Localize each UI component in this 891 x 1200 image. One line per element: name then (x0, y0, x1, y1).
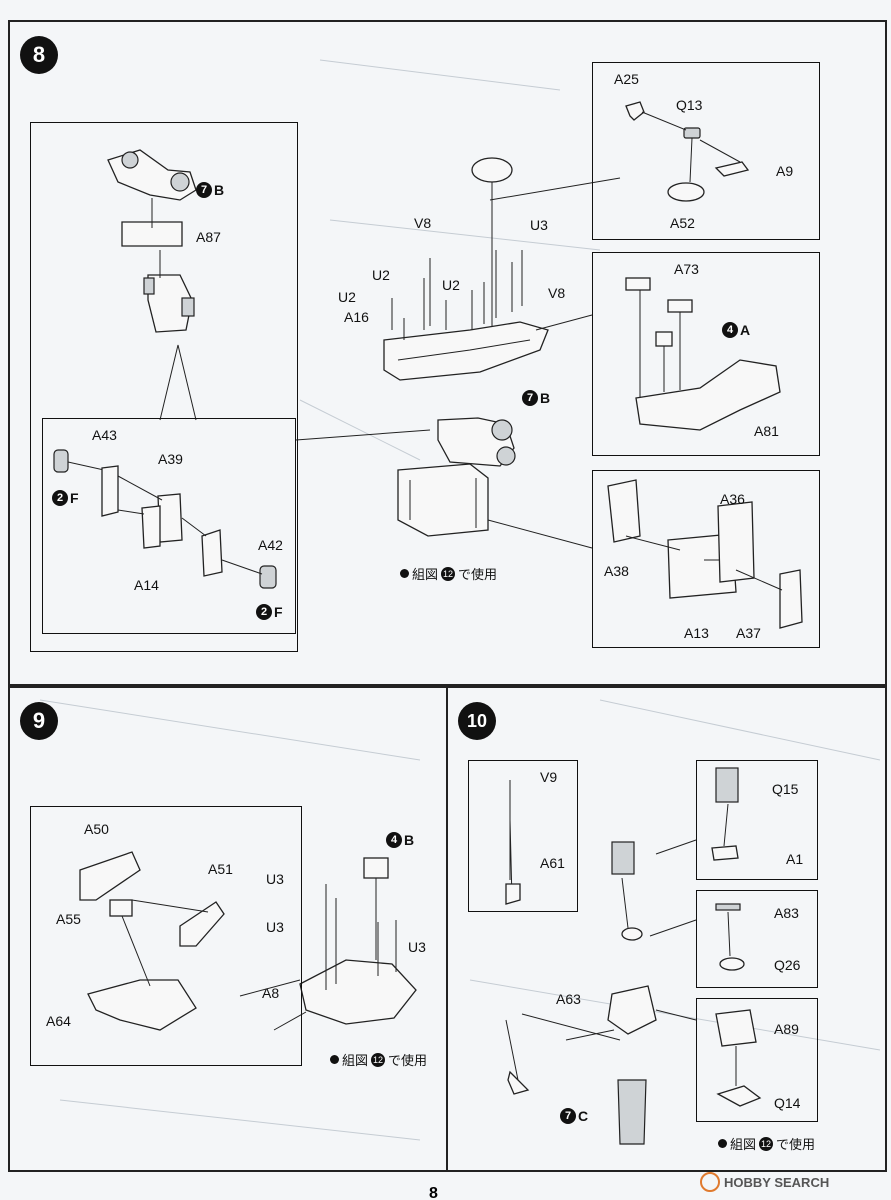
ref-letter: C (578, 1108, 589, 1124)
ref-7b-left: 7 B (196, 182, 224, 198)
label-u2-b: U2 (442, 277, 460, 293)
note-step-number: 12 (371, 1052, 386, 1067)
bullet-icon (330, 1055, 339, 1064)
label-u3-mid: U3 (266, 919, 284, 935)
ref-letter: B (404, 832, 415, 848)
label-a39: A39 (158, 451, 183, 467)
step8-bottom-right-box (592, 470, 820, 648)
label-u2-a: U2 (372, 267, 390, 283)
ref-number: 7 (196, 182, 212, 198)
label-a37: A37 (736, 625, 761, 641)
label-a87: A87 (196, 229, 221, 245)
step8-badge: 8 (20, 36, 58, 74)
page-number: 8 (429, 1185, 438, 1200)
step9-detail-box (30, 806, 302, 1066)
step10-bottom-box (696, 998, 818, 1122)
ref-number: 2 (256, 604, 272, 620)
step8-left-detail-box (30, 122, 298, 652)
step10-frame (446, 686, 887, 1172)
watermark-logo-icon (700, 1172, 720, 1192)
label-a89: A89 (774, 1021, 799, 1037)
label-q14: Q14 (774, 1095, 801, 1111)
label-a16: A16 (344, 309, 369, 325)
bullet-icon (718, 1139, 727, 1148)
label-a13: A13 (684, 625, 709, 641)
label-u3: U3 (530, 217, 548, 233)
label-a38: A38 (604, 563, 629, 579)
ref-letter: A (740, 322, 751, 338)
label-a1: A1 (786, 851, 804, 867)
label-q26: Q26 (774, 957, 801, 973)
label-a83: A83 (774, 905, 799, 921)
label-a52: A52 (670, 215, 695, 231)
step10-top-box (696, 760, 818, 880)
label-a63: A63 (556, 991, 581, 1007)
ref-letter: F (70, 490, 79, 506)
step10-usage-note: 組図 12 で使用 (718, 1134, 815, 1153)
step8-usage-note: 組図 12 で使用 (400, 564, 497, 583)
label-a9: A9 (776, 163, 794, 179)
label-a64: A64 (46, 1013, 71, 1029)
note-step-number: 12 (441, 566, 456, 581)
step8-left-inner-box (42, 418, 296, 634)
note-text-pre: 組図 (730, 1137, 757, 1152)
label-a50: A50 (84, 821, 109, 837)
note-text-post: で使用 (458, 567, 498, 582)
step9-usage-note: 組図 12 で使用 (330, 1050, 427, 1069)
label-a61: A61 (540, 855, 565, 871)
ref-4b: 4 B (386, 832, 414, 848)
ref-number: 2 (52, 490, 68, 506)
label-a43: A43 (92, 427, 117, 443)
ref-2f-top: 2 F (52, 490, 79, 506)
label-u3-top: U3 (266, 871, 284, 887)
label-q13: Q13 (676, 97, 703, 113)
label-a73: A73 (674, 261, 699, 277)
label-q15: Q15 (772, 781, 799, 797)
ref-7c: 7 C (560, 1108, 588, 1124)
ref-letter: F (274, 604, 283, 620)
ref-2f-bottom: 2 F (256, 604, 283, 620)
note-text-pre: 組図 (412, 567, 439, 582)
label-a36: A36 (720, 491, 745, 507)
step10-mid-box (696, 890, 818, 988)
label-v8-right: V8 (548, 285, 566, 301)
label-a55: A55 (56, 911, 81, 927)
ref-7b-center: 7 B (522, 390, 550, 406)
label-a14: A14 (134, 577, 159, 593)
note-text-pre: 組図 (342, 1053, 369, 1068)
note-text-post: で使用 (776, 1137, 816, 1152)
detail-callout-wedge (159, 344, 197, 421)
step10-badge: 10 (458, 702, 496, 740)
ref-number: 7 (560, 1108, 576, 1124)
label-v8-top: V8 (414, 215, 432, 231)
step10-left-box (468, 760, 578, 912)
label-a51: A51 (208, 861, 233, 877)
ref-number: 4 (722, 322, 738, 338)
note-step-number: 12 (759, 1136, 774, 1151)
note-text-post: で使用 (388, 1053, 428, 1068)
ref-number: 7 (522, 390, 538, 406)
step8-top-right-box (592, 62, 820, 240)
label-u3-right: U3 (408, 939, 426, 955)
hobby-search-watermark: HOBBY SEARCH (700, 1172, 829, 1192)
step9-badge: 9 (20, 702, 58, 740)
label-v9: V9 (540, 769, 558, 785)
label-u2-c: U2 (338, 289, 356, 305)
ref-number: 4 (386, 832, 402, 848)
step8-mid-right-box (592, 252, 820, 456)
label-a25: A25 (614, 71, 639, 87)
step8-frame (8, 20, 887, 686)
bullet-icon (400, 569, 409, 578)
watermark-text: HOBBY SEARCH (724, 1174, 830, 1190)
label-a81: A81 (754, 423, 779, 439)
ref-4a: 4 A (722, 322, 750, 338)
label-a42: A42 (258, 537, 283, 553)
ref-letter: B (540, 390, 551, 406)
ref-letter: B (214, 182, 225, 198)
label-a8: A8 (262, 985, 280, 1001)
